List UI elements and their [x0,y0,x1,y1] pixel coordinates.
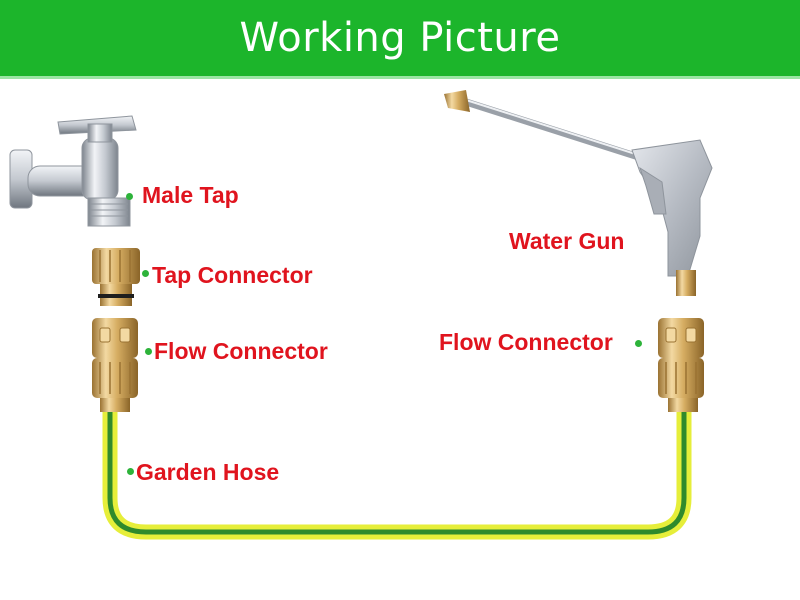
bullet-garden-hose [127,468,134,475]
label-tap-connector: Tap Connector [152,262,313,288]
faucet-tap [9,115,137,227]
flow-connector-right [658,318,704,412]
tap-connector [92,248,140,306]
bullet-tap-connector [142,270,149,277]
water-gun [444,90,713,296]
label-garden-hose: Garden Hose [136,459,280,485]
label-flow-connector-left: Flow Connector [154,338,328,364]
bullet-flow-connector-left [145,348,152,355]
header-divider [0,76,800,79]
bullet-male-tap [126,193,133,200]
label-male-tap: Male Tap [142,182,239,208]
flow-connector-left [92,318,138,412]
page-title: Working Picture [239,15,561,61]
label-water-gun: Water Gun [509,228,625,254]
label-flow-connector-right: Flow Connector [439,329,613,355]
bullet-flow-connector-right [635,340,642,347]
garden-hose [102,412,692,540]
header-banner: Working Picture [0,0,800,76]
